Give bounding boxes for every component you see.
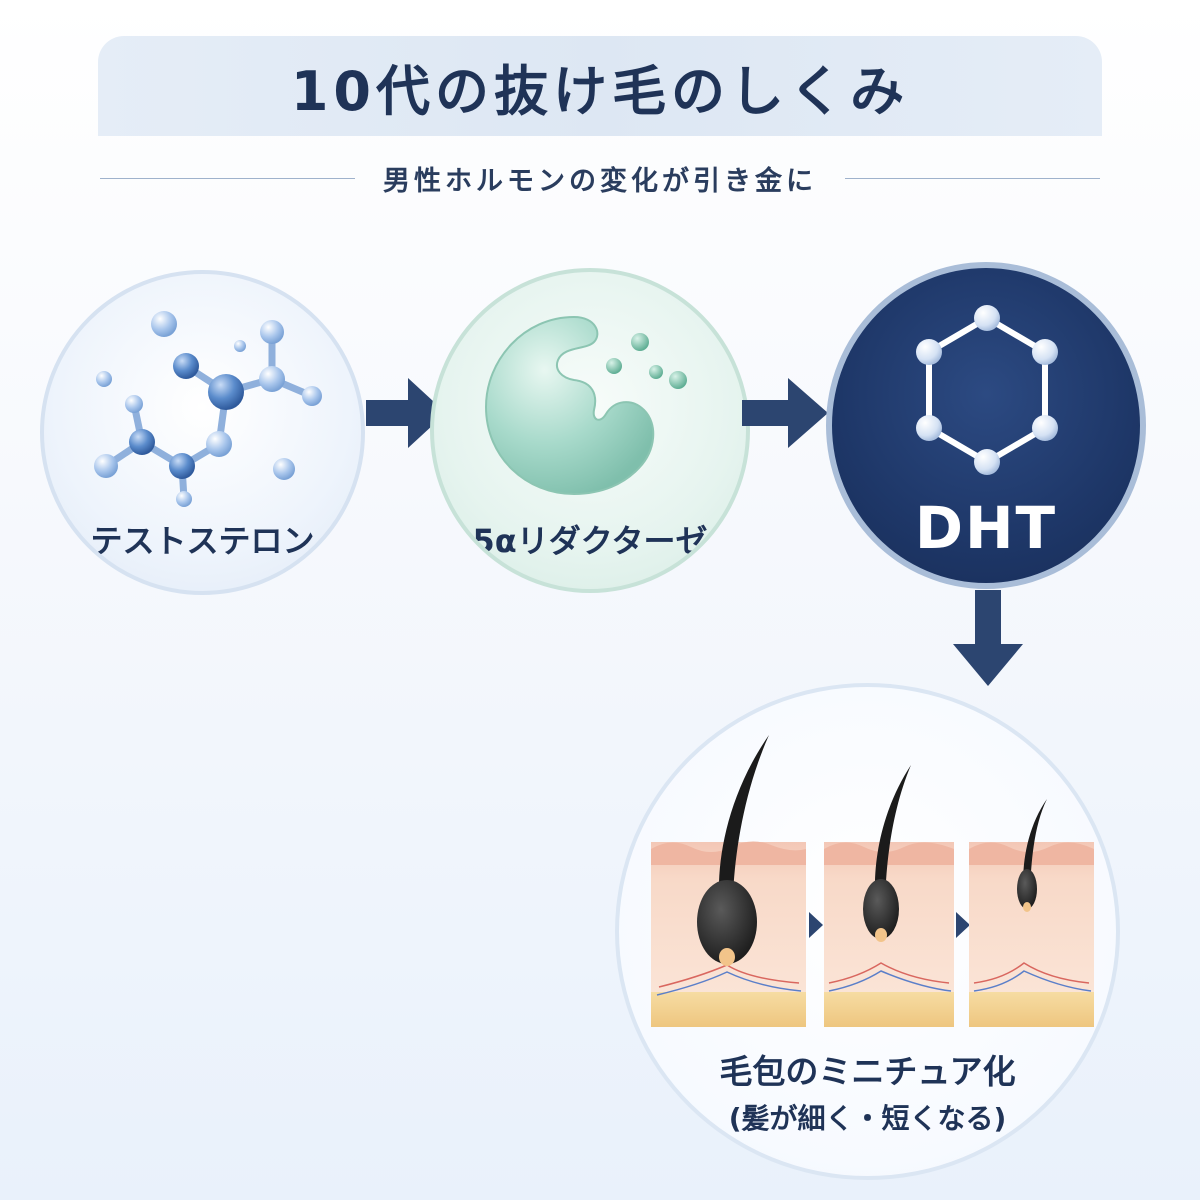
result-follicle-miniaturization: 毛包のミニチュア化 (髪が細く・短くなる) — [615, 683, 1120, 1180]
hexagon-molecule-icon — [916, 305, 1058, 475]
molecule-icon — [94, 311, 322, 507]
step-testosterone: テストステロン — [40, 270, 365, 595]
result-title: 毛包のミニチュア化 — [719, 1052, 1016, 1091]
result-subtitle: (髪が細く・短くなる) — [728, 1102, 1007, 1135]
arrow-right-icon — [742, 378, 828, 448]
subtitle-row: 男性ホルモンの変化が引き金に — [100, 156, 1100, 200]
enzyme-icon — [484, 315, 687, 496]
subtitle-rule-left — [100, 177, 355, 179]
arrow-right-icon — [366, 378, 446, 448]
hair-follicle-miniaturization-icon — [651, 735, 1094, 1027]
step-label-dht: DHT — [914, 494, 1058, 562]
arrow-down-icon — [953, 590, 1023, 686]
page-title: 10代の抜け毛のしくみ — [290, 59, 910, 123]
step-label-testosterone: テストステロン — [90, 522, 315, 560]
follicle-panel-medium — [824, 765, 954, 1027]
page-subtitle: 男性ホルモンの変化が引き金に — [383, 165, 817, 197]
follicle-panel-large — [651, 735, 806, 1027]
subtitle-rule-right — [845, 177, 1100, 179]
step-label-5a-reductase: 5αリダクターゼ — [472, 522, 708, 560]
step-dht: DHT — [826, 262, 1146, 589]
step-5a-reductase: 5αリダクターゼ — [430, 268, 750, 593]
follicle-panel-small — [969, 799, 1094, 1027]
title-band: 10代の抜け毛のしくみ — [98, 36, 1102, 136]
